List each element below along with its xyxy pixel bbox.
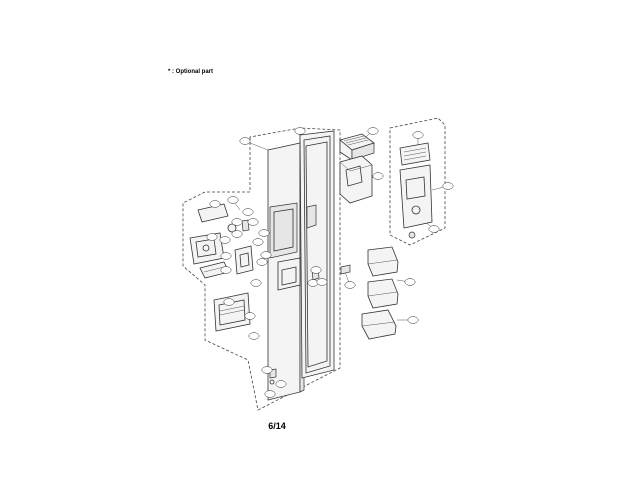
part-callout xyxy=(261,366,273,374)
part-callout xyxy=(206,233,218,241)
part-callout xyxy=(258,229,270,237)
part-callout xyxy=(248,332,260,340)
control-box xyxy=(189,232,225,265)
part-callout xyxy=(239,137,251,145)
part-callout xyxy=(231,230,243,238)
page-number: 6/14 xyxy=(268,421,286,431)
door-basket-bottom xyxy=(361,309,397,340)
part-callout xyxy=(310,266,322,274)
part-callout xyxy=(247,218,259,226)
part-callout xyxy=(428,225,440,233)
dispenser-cavity xyxy=(269,202,298,259)
part-callout xyxy=(404,278,416,286)
part-callout xyxy=(242,208,254,216)
door-basket-middle xyxy=(367,278,399,309)
part-callout xyxy=(275,380,287,388)
door-handle-bracket xyxy=(306,204,317,229)
part-callout xyxy=(294,127,306,135)
part-callout xyxy=(223,298,235,306)
part-callout xyxy=(227,196,239,204)
part-callout xyxy=(407,316,419,324)
part-callout xyxy=(231,218,243,226)
ice-maker-unit xyxy=(399,142,431,166)
part-callout xyxy=(219,236,231,244)
part-callout xyxy=(209,200,221,208)
switch-part xyxy=(234,245,254,275)
ice-tray-cover xyxy=(339,133,375,161)
bucket-frame xyxy=(213,292,251,332)
part-callout xyxy=(344,281,356,289)
part-callout xyxy=(250,279,262,287)
optional-part-note: * : Optional part xyxy=(168,69,213,75)
ice-bin xyxy=(339,155,373,204)
door-basket-top xyxy=(367,246,399,277)
part-callout xyxy=(256,258,268,266)
part-callout xyxy=(260,251,272,259)
motor-assembly xyxy=(227,219,250,233)
part-callout xyxy=(264,390,276,398)
part-callout xyxy=(412,131,424,139)
part-callout xyxy=(307,279,319,287)
part-callout xyxy=(442,182,454,190)
dispenser-lower-cover xyxy=(277,257,301,291)
hinge-parts xyxy=(269,368,277,385)
callout-layer xyxy=(206,127,454,398)
part-callout xyxy=(220,266,232,274)
part-callout xyxy=(244,312,256,320)
part-callout xyxy=(367,127,379,135)
part-callout xyxy=(220,252,232,260)
icemaker-group-boundary xyxy=(389,117,446,246)
door-assembly-boundary xyxy=(182,127,341,411)
door-gasket xyxy=(299,130,335,379)
part-callout xyxy=(372,172,384,180)
ice-maker-bracket xyxy=(399,164,433,239)
part-callout xyxy=(316,278,328,286)
part-callout xyxy=(252,238,264,246)
